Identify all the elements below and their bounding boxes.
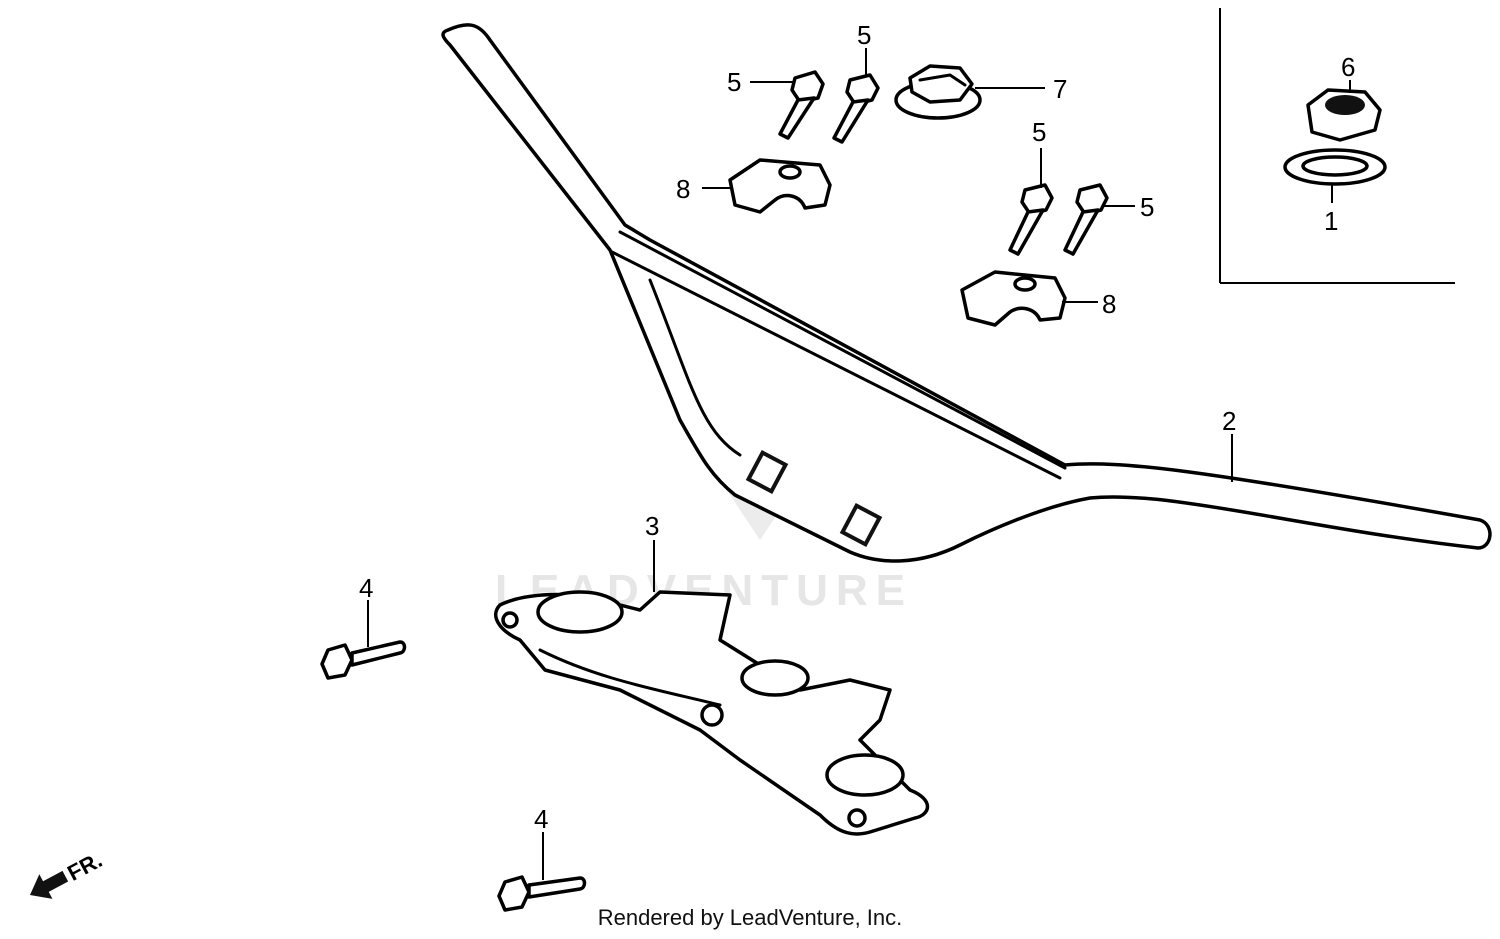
callout-holder-lower: 8	[1102, 289, 1116, 319]
callout-washer: 1	[1324, 206, 1338, 236]
holder-8-upper	[728, 158, 832, 214]
stem-nut-6	[1306, 88, 1382, 142]
callout-bolt-c: 5	[1032, 117, 1046, 147]
holder-8-lower	[960, 270, 1067, 327]
footer-credit: Rendered by LeadVenture, Inc.	[597, 905, 903, 930]
top-bridge	[494, 590, 930, 836]
bolt-5-b	[832, 73, 880, 144]
leader-lines	[367, 48, 1351, 880]
knurl-marks	[745, 449, 883, 548]
callout-holder-upper: 8	[676, 174, 690, 204]
handlebar	[441, 23, 1492, 563]
callout-top-bridge: 3	[645, 511, 659, 541]
callout-bolt-upper: 4	[359, 573, 373, 603]
callout-bolt-a: 5	[727, 67, 741, 97]
bolt-5-a	[778, 70, 825, 140]
bolt-4-lower	[497, 875, 587, 912]
callout-bolt-b: 5	[857, 20, 871, 50]
callout-stem-nut: 6	[1341, 52, 1355, 82]
callout-bolt-lower: 4	[534, 804, 548, 834]
washer-1	[1283, 148, 1387, 186]
callout-handlebar: 2	[1222, 406, 1236, 436]
bolt-4-upper	[320, 640, 407, 680]
flange-nut-7	[894, 64, 982, 120]
callout-bolt-d: 5	[1140, 192, 1154, 222]
front-arrow-icon: FR.	[30, 847, 106, 899]
front-indicator-label: FR.	[63, 847, 106, 886]
bolt-5-d	[1063, 183, 1109, 256]
inset-frame	[1219, 8, 1455, 284]
callout-flange-nut: 7	[1053, 74, 1067, 104]
bolt-5-c	[1008, 183, 1054, 256]
